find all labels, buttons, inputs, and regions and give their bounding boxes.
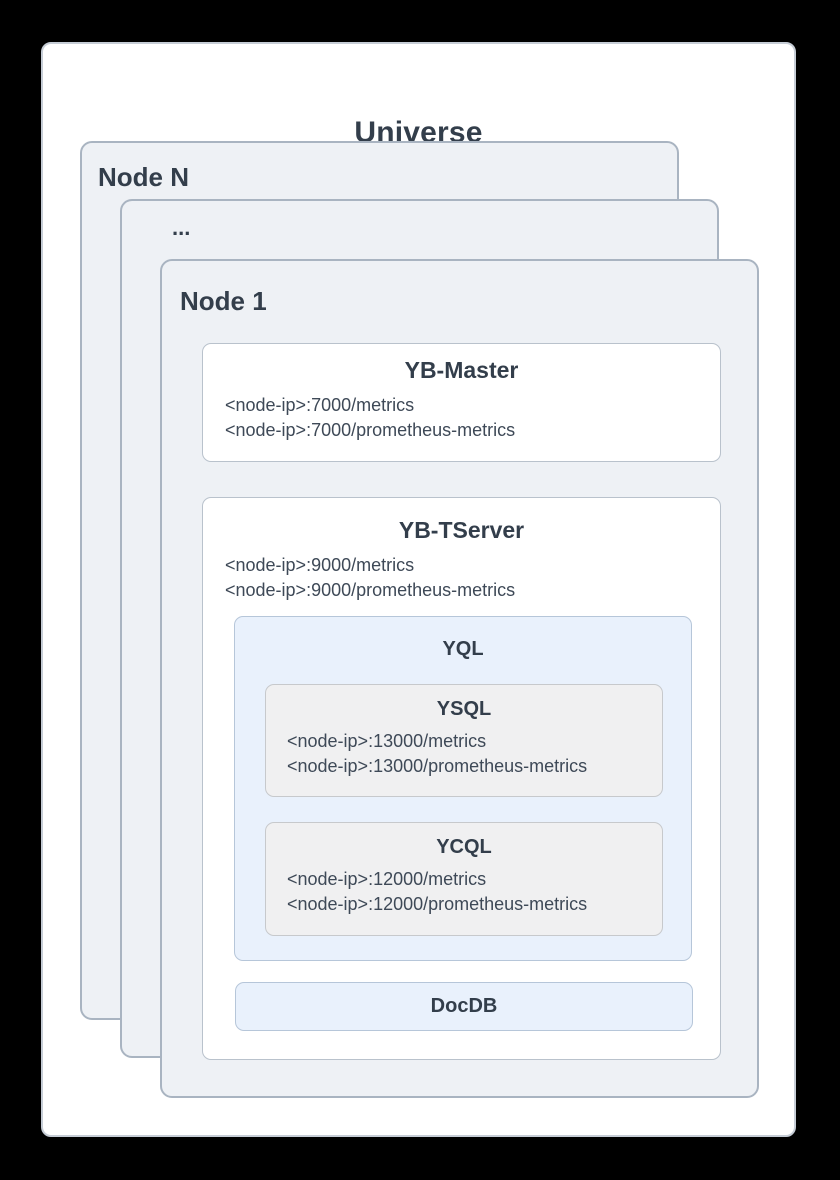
ysql-box: YSQL <node-ip>:13000/metrics <node-ip>:1…	[265, 684, 663, 797]
yb-tserver-title: YB-TServer	[398, 517, 525, 543]
docdb-title: DocDB	[430, 995, 498, 1017]
yb-tserver-metrics-line-1: <node-ip>:9000/metrics	[225, 555, 415, 575]
yb-tserver-metrics-line-2: <node-ip>:9000/prometheus-metrics	[225, 580, 516, 600]
docdb-box: DocDB	[235, 982, 693, 1031]
node-1-box: Node 1 YB-Master <node-ip>:7000/metrics …	[160, 259, 759, 1098]
yb-master-title: YB-Master	[404, 357, 519, 383]
ysql-metrics-line-2: <node-ip>:13000/prometheus-metrics	[287, 756, 588, 776]
ysql-title: YSQL	[436, 698, 492, 720]
ycql-box: YCQL <node-ip>:12000/metrics <node-ip>:1…	[265, 822, 663, 936]
ysql-metrics: <node-ip>:13000/metrics <node-ip>:13000/…	[266, 721, 662, 779]
yb-master-metrics: <node-ip>:7000/metrics <node-ip>:7000/pr…	[203, 384, 720, 443]
node-n-label: Node N	[98, 162, 189, 192]
yb-tserver-box: YB-TServer <node-ip>:9000/metrics <node-…	[202, 497, 721, 1060]
ycql-metrics: <node-ip>:12000/metrics <node-ip>:12000/…	[266, 859, 662, 917]
ycql-metrics-line-1: <node-ip>:12000/metrics	[287, 869, 487, 889]
yb-tserver-metrics: <node-ip>:9000/metrics <node-ip>:9000/pr…	[203, 544, 720, 603]
ycql-title: YCQL	[436, 836, 492, 858]
yb-master-metrics-line-1: <node-ip>:7000/metrics	[225, 395, 415, 415]
yql-title: YQL	[442, 638, 484, 660]
yb-master-box: YB-Master <node-ip>:7000/metrics <node-i…	[202, 343, 721, 462]
ycql-metrics-line-2: <node-ip>:12000/prometheus-metrics	[287, 894, 588, 914]
ysql-metrics-line-1: <node-ip>:13000/metrics	[287, 731, 487, 751]
yb-master-metrics-line-2: <node-ip>:7000/prometheus-metrics	[225, 420, 516, 440]
yql-box: YQL YSQL <node-ip>:13000/metrics <node-i…	[234, 616, 692, 961]
node-ellipsis-label: ...	[172, 215, 191, 240]
node-1-label: Node 1	[180, 286, 267, 316]
